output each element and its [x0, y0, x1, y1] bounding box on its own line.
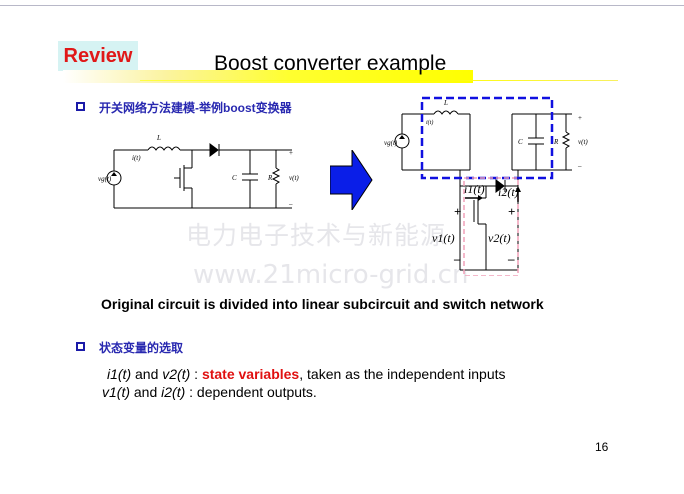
v2-label: v2(t)	[488, 231, 511, 245]
state-variables-line: i1(t) and v2(t) : state variables, taken…	[107, 366, 506, 382]
title-underline	[140, 80, 618, 81]
source-label: vg(t)	[98, 175, 112, 183]
capacitor-label: C	[518, 138, 523, 146]
minus-label: –	[577, 162, 582, 170]
i2-label: i2(t)	[498, 185, 519, 199]
v1-plus: +	[454, 204, 461, 219]
current-label: i(t)	[426, 119, 433, 126]
bullet-square-icon	[76, 342, 85, 351]
resistor-label: R	[553, 138, 559, 146]
inductor-label: L	[443, 99, 448, 107]
i1-label: i1(t)	[464, 182, 485, 196]
circuit-caption: Original circuit is divided into linear …	[101, 296, 544, 312]
output-label: v(t)	[289, 174, 299, 182]
source-label: vg(t)	[384, 139, 398, 147]
boost-circuit-divided: vg(t) L i(t) C R + v(t) – i1(t) i2(t) v1…	[384, 96, 588, 276]
state-variables-highlight: state variables	[201, 366, 300, 382]
section-heading-state-variables: 状态变量的选取	[99, 341, 184, 355]
plus-label: +	[578, 114, 582, 122]
resistor-label: R	[267, 174, 273, 182]
minus-label: –	[288, 200, 293, 208]
capacitor-label: C	[232, 174, 237, 182]
plus-label: +	[289, 149, 293, 157]
inductor-label: L	[156, 134, 161, 142]
slide-title: Boost converter example	[214, 52, 447, 75]
top-border-line	[0, 5, 684, 6]
v2-minus: –	[507, 251, 515, 266]
bullet-square-icon	[76, 102, 85, 111]
boost-circuit-original: vg(t) L i(t) C R + v(t) –	[98, 134, 299, 209]
dependent-outputs-line: v1(t) and i2(t) : dependent outputs.	[102, 384, 317, 400]
output-label: v(t)	[578, 138, 588, 146]
v2-plus: +	[508, 204, 515, 219]
section-heading-modeling: 开关网络方法建模-举例boost变换器	[99, 101, 292, 115]
page-number: 16	[595, 440, 609, 454]
review-badge: Review	[58, 41, 138, 71]
v1-minus: –	[453, 251, 461, 266]
title-highlight-bar	[63, 70, 473, 83]
v1-label: v1(t)	[432, 231, 455, 245]
transform-arrow-icon	[330, 150, 373, 210]
current-label: i(t)	[132, 154, 141, 162]
